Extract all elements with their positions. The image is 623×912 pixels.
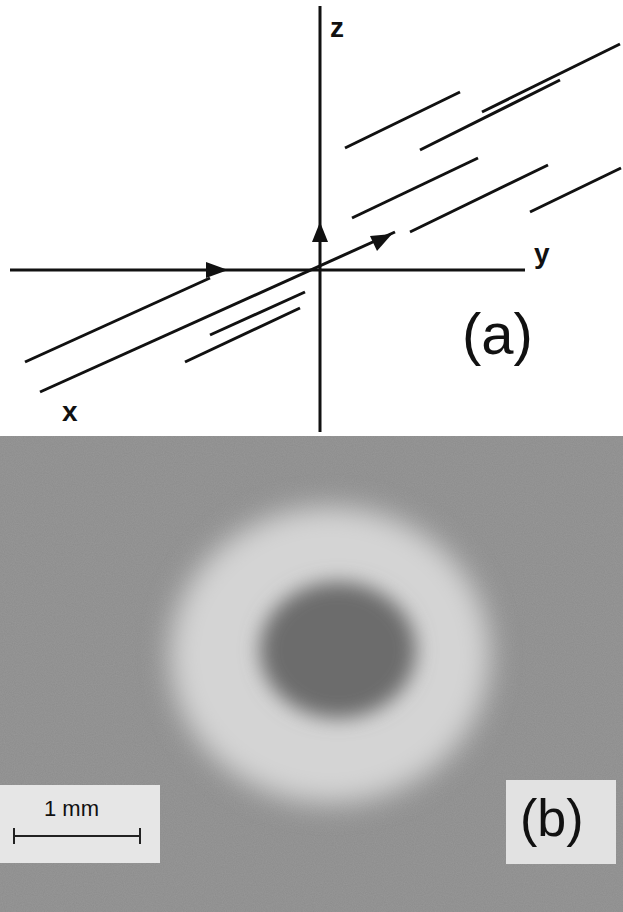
y-arrow [206,262,228,278]
scale-tick [139,828,141,844]
photo-grain [0,436,623,912]
beam-lines [25,44,621,362]
axes [10,6,525,432]
photo-ground [0,436,623,912]
y-axis [10,269,525,272]
scale-label: 1 mm [44,798,99,820]
scale-bar [14,835,140,837]
axis-label: x [62,398,78,426]
panel-label: (b) [520,792,584,844]
bright-ring [170,507,490,803]
scale-tick [13,828,15,844]
axis-arrows [206,222,392,278]
x-axis [40,232,395,392]
x-arrow [370,234,392,251]
panel-box [506,780,616,864]
dark-core [260,582,416,718]
axis-label: y [534,240,550,268]
z-axis [319,6,322,432]
axis-label: z [330,14,344,42]
panel-label: (a) [462,305,533,363]
z-arrow [312,222,328,242]
scale-box [0,785,160,863]
